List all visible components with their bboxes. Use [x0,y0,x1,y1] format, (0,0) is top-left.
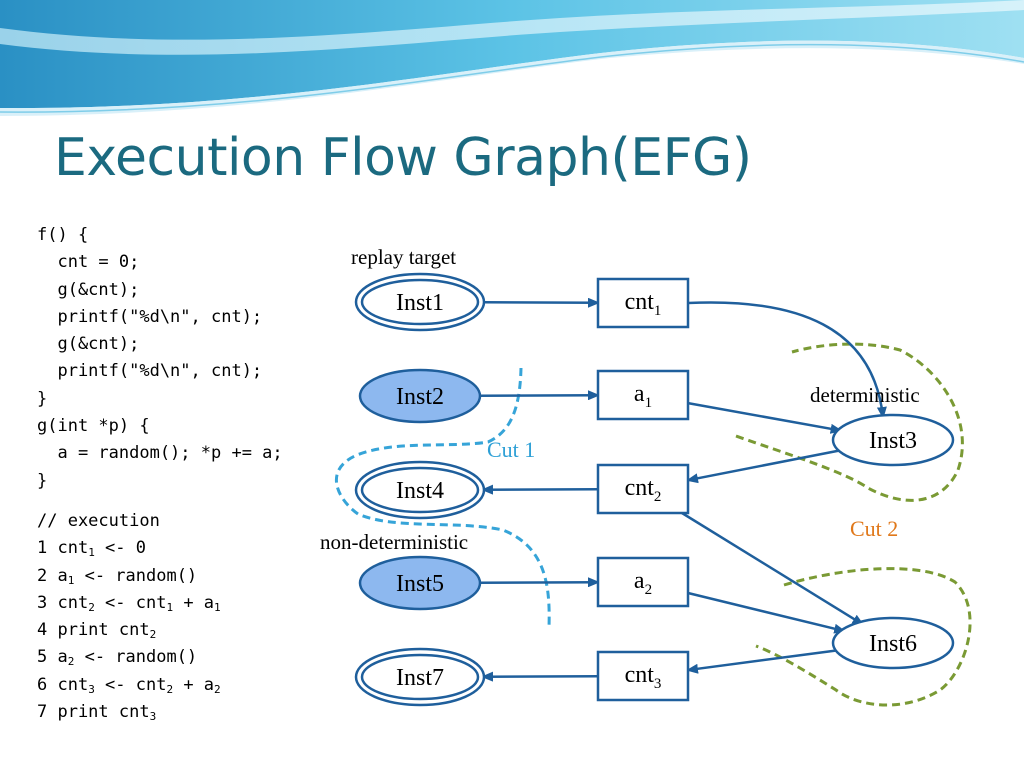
value-label: a1 [634,381,652,411]
execution-trace-line: 6 cnt3 <- cnt2 + a2 [37,674,221,696]
edge-cnt2-to-inst6 [681,511,865,626]
source-code-block: f() { cnt = 0; g(&cnt); printf("%d\n", c… [37,222,283,495]
node-label: Inst6 [869,631,917,657]
value-cnt3: cnt3 [596,650,690,702]
cut-1-label: Cut 1 [487,437,536,462]
cut-2-lower-line [755,567,972,707]
value-cnt2: cnt2 [596,463,690,515]
source-code-line: a = random(); *p += a; [37,443,283,464]
non-deterministic-label: non-deterministic [320,530,469,554]
node-inst4: Inst4 [354,460,486,520]
value-label: cnt3 [625,662,662,692]
node-inst2: Inst2 [358,368,482,424]
execution-trace-line: 3 cnt2 <- cnt1 + a1 [37,592,221,614]
edge-inst2-to-a1 [477,390,600,401]
node-label: Inst5 [396,571,444,597]
edge-cnt3-to-inst7 [480,671,599,682]
source-code-line: f() { [37,225,89,245]
source-code-line: g(&cnt); [37,279,140,300]
execution-trace-line: 1 cnt1 <- 0 [37,538,146,560]
node-label: Inst3 [869,428,917,454]
source-code-line: g(&cnt); [37,334,140,355]
source-code-line: } [37,470,48,491]
value-cnt1: cnt1 [596,277,690,329]
value-a1: a1 [596,369,690,421]
value-a2: a2 [596,556,690,608]
edge-cnt1-to-inst3 [687,301,887,419]
edge-inst3-to-cnt2 [686,448,842,484]
node-inst1: Inst1 [354,272,486,332]
cut-1-line [334,367,551,629]
node-label: Inst7 [396,665,444,691]
deterministic-label: deterministic [810,383,920,407]
source-code-line: cnt = 0; [37,252,140,273]
node-label: Inst2 [396,384,444,410]
node-inst5: Inst5 [358,555,482,611]
source-code-line: g(int *p) { [37,416,150,437]
edge-a2-to-inst6 [687,591,847,634]
node-inst6: Inst6 [831,616,955,670]
source-code-line: printf("%d\n", cnt); [37,361,263,382]
execution-trace-line: 7 print cnt3 [37,702,157,724]
replay-target-label: replay target [351,245,457,269]
source-code-line: } [37,388,48,409]
value-label: cnt1 [625,289,662,319]
source-code-line: printf("%d\n", cnt); [37,306,263,327]
execution-trace-line: // execution [37,511,160,531]
edge-a1-to-inst3 [687,401,843,434]
node-label: Inst1 [396,290,444,316]
node-inst7: Inst7 [354,647,486,707]
node-label: Inst4 [396,478,444,504]
value-label: cnt2 [625,475,662,505]
node-inst3: Inst3 [831,413,955,467]
edge-cnt2-to-inst4 [480,484,599,495]
slide-title: Execution Flow Graph(EFG) [54,128,752,188]
execution-trace-block: // execution 1 cnt1 <- 0 2 a1 <- random() 3… [37,508,221,726]
value-label: a2 [634,568,652,598]
execution-trace-line: 5 a2 <- random() [37,647,198,669]
edge-inst6-to-cnt3 [686,648,839,674]
cut-2-upper-line [735,342,964,502]
execution-trace-line: 2 a1 <- random() [37,565,198,587]
edge-inst5-to-a2 [477,577,600,588]
execution-trace-line: 4 print cnt2 [37,620,157,642]
edge-inst1-to-cnt1 [482,297,600,308]
cut-2-label: Cut 2 [850,516,899,541]
